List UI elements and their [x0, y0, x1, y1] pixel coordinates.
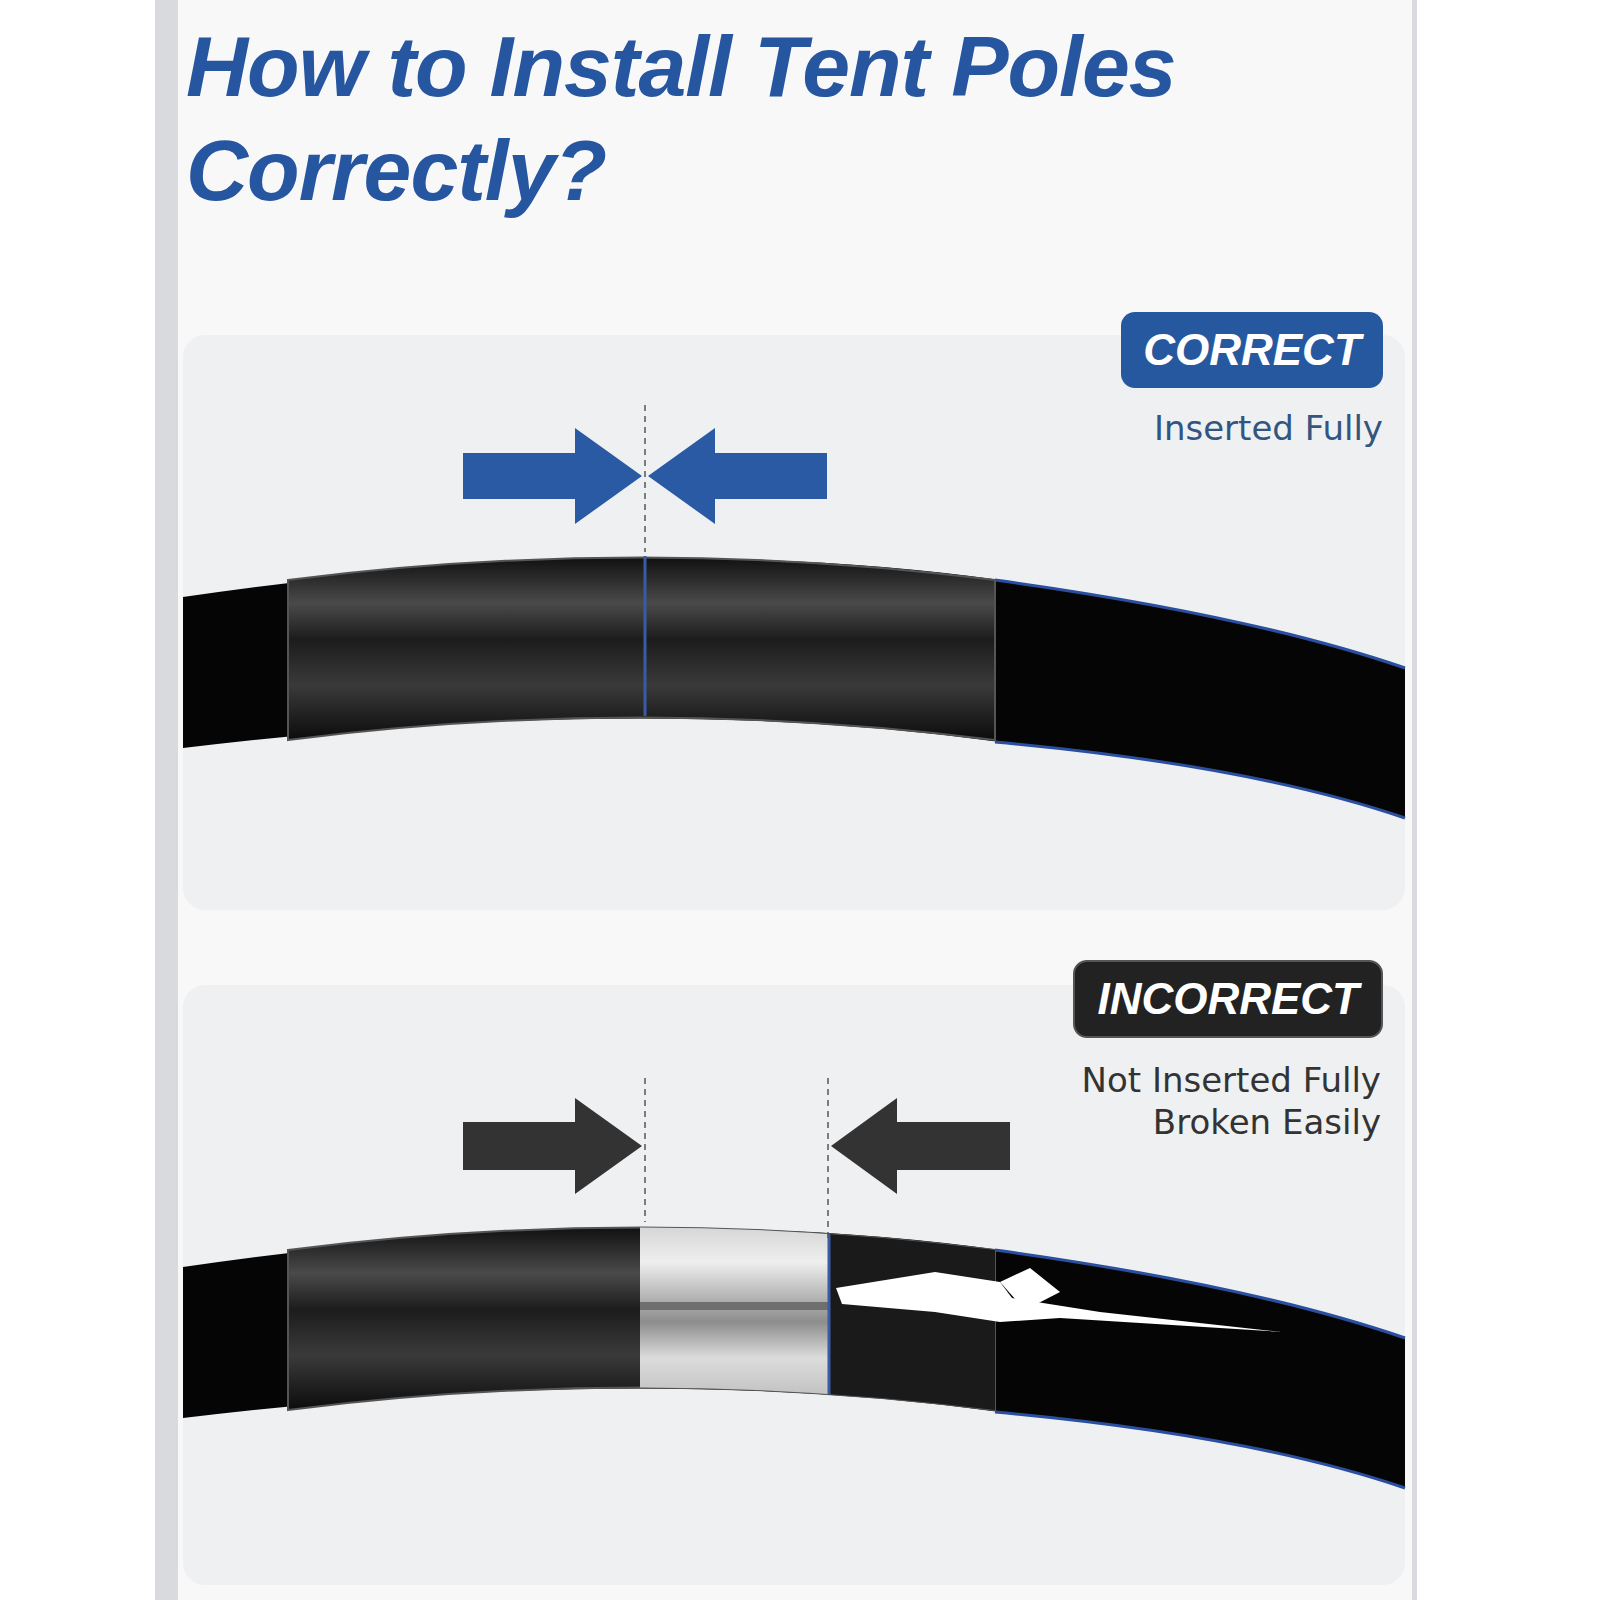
page-ground	[178, 0, 1412, 1600]
frame	[155, 0, 1417, 1600]
badge-text: INCORRECT	[1097, 974, 1359, 1024]
title: How to Install Tent Poles Correctly?	[186, 14, 1276, 222]
tent-pole	[183, 405, 1405, 818]
badge-text: CORRECT	[1143, 325, 1361, 375]
status-badge: CORRECTInserted Fully	[1121, 312, 1383, 388]
tent-pole-broken	[183, 1078, 1405, 1488]
note-text: Not Inserted Fully	[1082, 1060, 1381, 1100]
note-text: Inserted Fully	[1154, 408, 1383, 448]
panel	[183, 985, 1405, 1585]
status-badge: INCORRECTNot Inserted FullyBroken Easily	[1073, 960, 1383, 1038]
note-text: Broken Easily	[1153, 1102, 1381, 1142]
panel	[183, 335, 1405, 910]
